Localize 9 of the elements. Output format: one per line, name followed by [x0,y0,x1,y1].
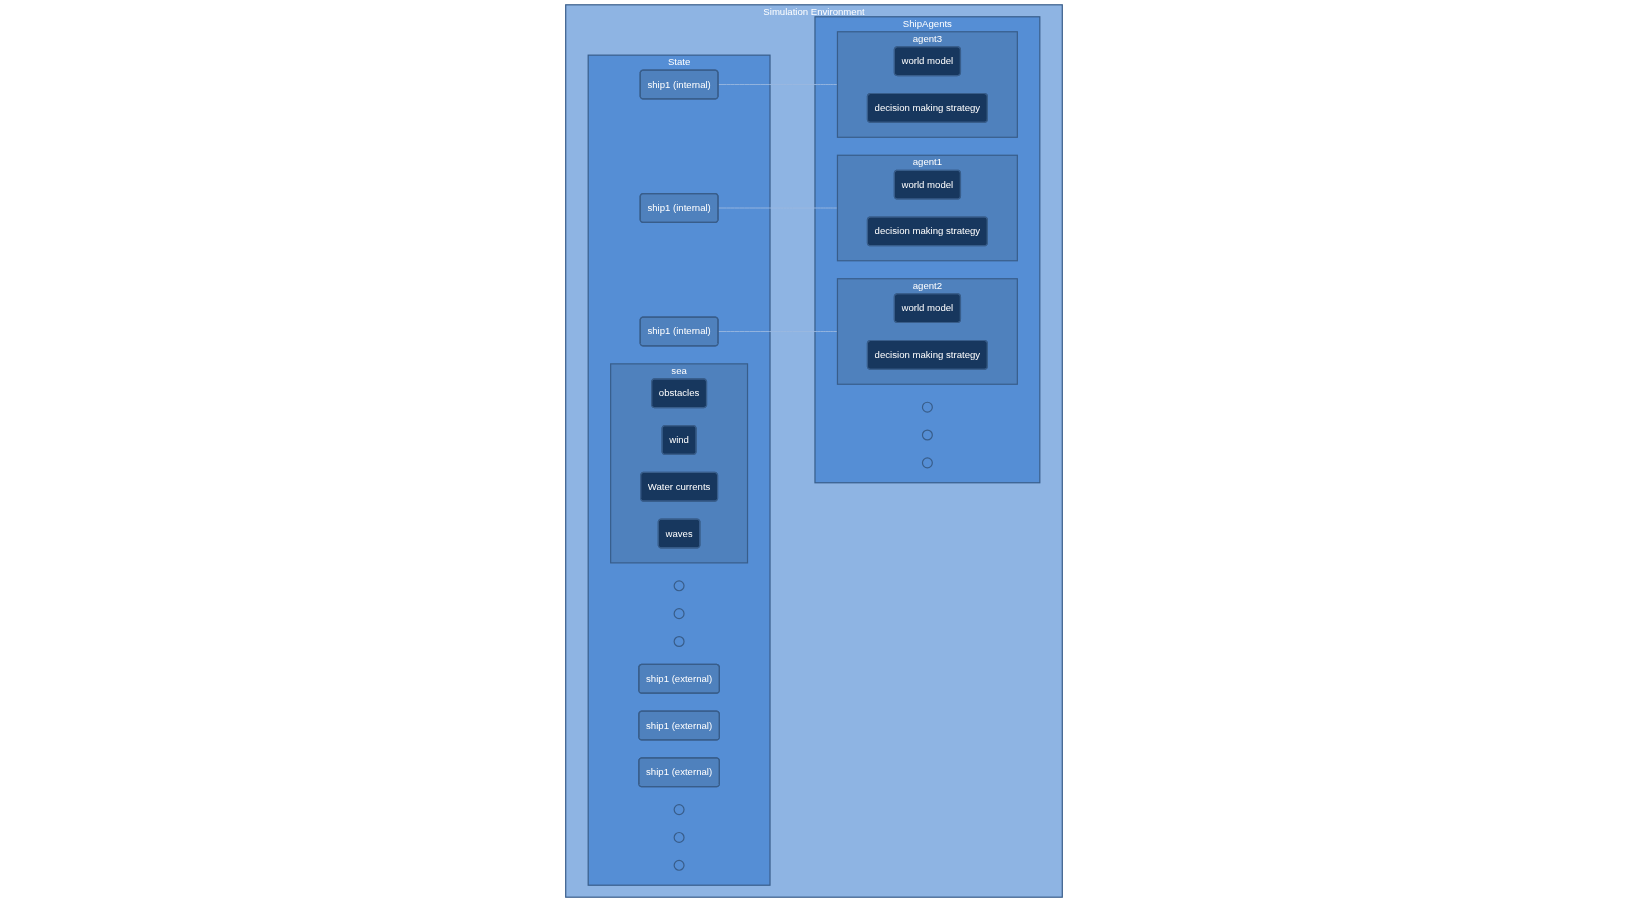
node-circle [673,580,685,592]
node-circle [673,859,685,871]
node-circle [673,635,685,647]
node-circle [673,608,685,620]
node-circle [921,429,933,441]
node-circle [921,457,933,469]
node-circle [673,804,685,816]
node-circle [673,831,685,843]
node-circle [921,401,933,413]
